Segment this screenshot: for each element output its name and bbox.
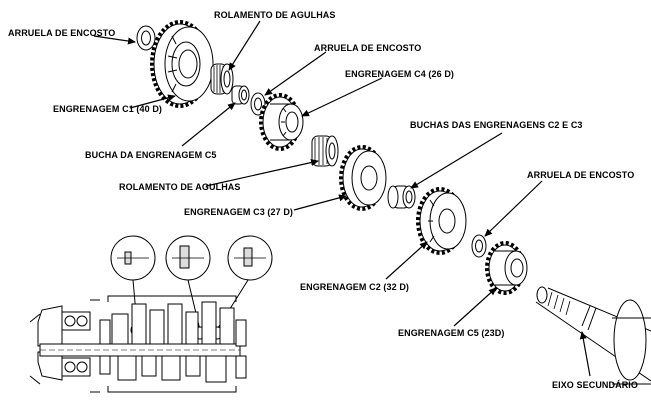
label-gear-c2: ENGRENAGEM C2 (32 D)	[300, 282, 410, 292]
gear-c2	[416, 187, 467, 255]
bushing-c5	[231, 85, 250, 105]
label-gear-c4: ENGRENAGEM C4 (26 D)	[345, 69, 455, 79]
label-gear-c3: ENGRENAGEM C3 (27 D)	[184, 207, 294, 217]
leader-gear-c4	[301, 77, 383, 117]
countershaft	[535, 286, 651, 385]
leader-gear-c3	[293, 194, 347, 211]
thrust-washer-c4	[250, 92, 266, 116]
label-needle-bearing-mid: ROLAMENTO DE AGULHAS	[119, 182, 241, 192]
label-gear-c1: ENGRENAGEM C1 (40 D)	[53, 104, 163, 114]
label-bushing-c5: BUCHA DA ENGRENAGEM C5	[85, 150, 217, 160]
label-countershaft: EIXO SECUNDÁRIO	[552, 380, 639, 390]
leader-gear-c5	[453, 287, 497, 327]
needle-bearing-top	[210, 63, 234, 95]
thrust-washer-c1	[136, 25, 156, 51]
label-thrust-washer-c1: ARRUELA DE ENCOSTO	[8, 28, 116, 38]
leader-thrust-washer-c4	[264, 51, 327, 96]
leader-bushings-c2-c3	[410, 132, 503, 189]
leader-thrust-washer-c2	[484, 180, 543, 237]
thrust-washer-c2	[471, 234, 487, 258]
label-thrust-washer-c2: ARRUELA DE ENCOSTO	[527, 170, 635, 180]
bushings-c2-c3	[387, 185, 416, 209]
leader-lines	[93, 20, 591, 377]
label-needle-bearing-top: ROLAMENTO DE AGULHAS	[214, 10, 336, 20]
gear-c3	[339, 145, 387, 211]
label-gear-c5: ENGRENAGEM C5 (23D)	[398, 328, 505, 338]
transmission-section	[29, 295, 247, 393]
gear-c1	[150, 20, 214, 108]
leader-needle-bearing-top	[228, 20, 261, 71]
leader-gear-c2	[385, 241, 428, 280]
leader-gear-c1	[129, 94, 176, 109]
gear-c4	[259, 93, 304, 151]
leader-thrust-washer-c1	[93, 35, 136, 45]
leader-countershaft	[579, 331, 591, 377]
leader-needle-bearing-mid	[205, 159, 319, 187]
label-thrust-washer-c4: ARRUELA DE ENCOSTO	[314, 43, 422, 53]
needle-bearing-mid	[311, 135, 339, 167]
label-bushings-c2-c3: BUCHAS DAS ENGRENAGENS C2 E C3	[410, 120, 583, 130]
leader-bushing-c5	[181, 102, 236, 147]
gear-c5	[485, 241, 528, 295]
